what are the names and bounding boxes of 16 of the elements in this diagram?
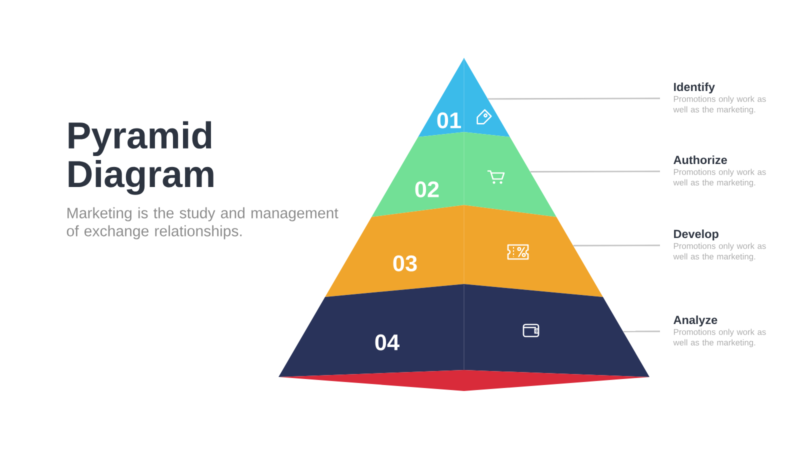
step-heading: Identify — [674, 82, 715, 94]
leader-line — [623, 330, 660, 332]
title: Pyramid Diagram — [68, 121, 214, 195]
pyramid-layer: 01 — [418, 58, 510, 137]
step-description: Promotions only work as well as the marketing. — [673, 242, 766, 262]
step-description: Promotions only work as well as the marketing. — [673, 168, 766, 188]
step-description: Promotions only work as well as the marketing. — [673, 96, 766, 114]
leader-line — [530, 170, 660, 173]
leader-line — [573, 244, 660, 246]
pyramid-layer: 02 — [372, 132, 556, 217]
step-heading: Analyze — [674, 316, 718, 326]
pyramid-layer: 04 — [278, 284, 650, 377]
leader-line — [488, 98, 660, 100]
step-heading: Develop — [674, 230, 718, 240]
step-description: Promotions only work as well as the marketing. — [673, 328, 766, 348]
step-heading: Authorize — [674, 156, 727, 164]
